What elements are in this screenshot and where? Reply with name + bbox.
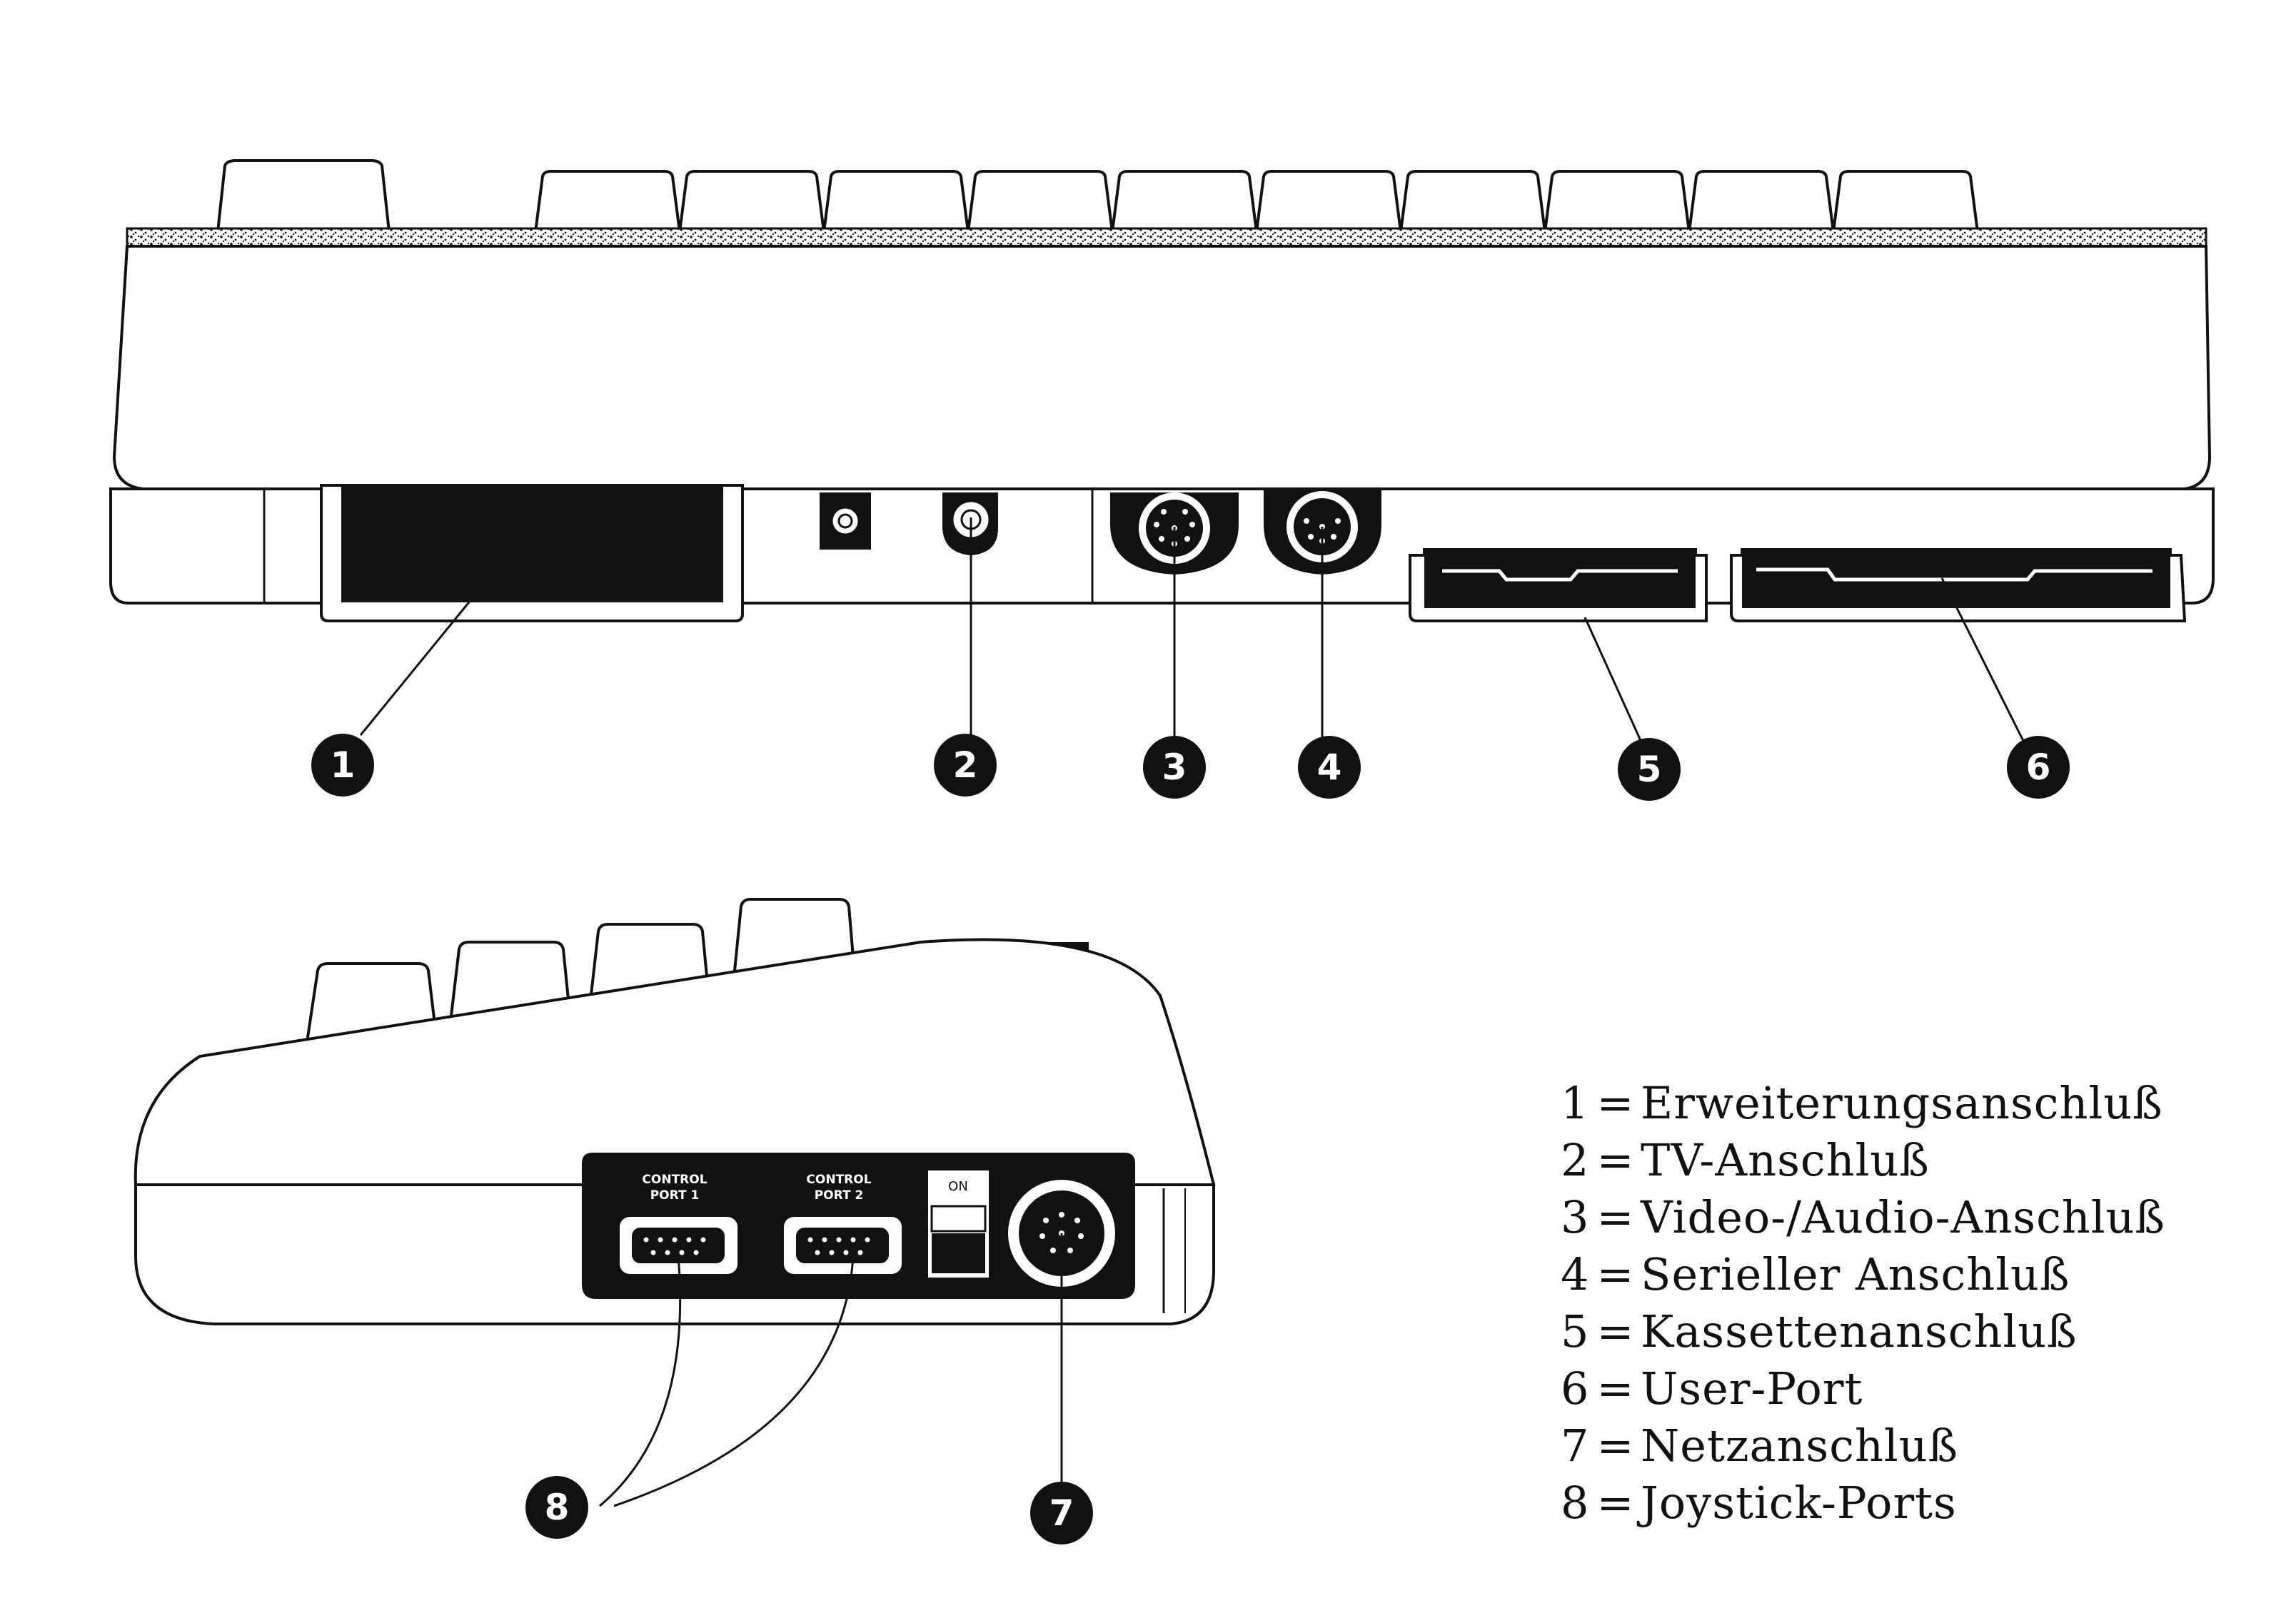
side-view: CONTROL PORT 1 CONTROL PORT 2 ON [134, 898, 1216, 1507]
legend-item-number: 1 [1561, 1077, 1590, 1129]
legend-separator: = [1596, 1305, 1635, 1357]
legend-item-label: Kassettenanschluß [1641, 1305, 2078, 1357]
callout-7: 7 [1030, 1482, 1093, 1544]
svg-text:7: 7 [1049, 1492, 1074, 1534]
legend-item-number: 7 [1561, 1420, 1590, 1472]
legend-item-label: TV-Anschluß [1641, 1134, 1930, 1186]
svg-text:CONTROL: CONTROL [806, 1173, 871, 1187]
svg-text:5: 5 [1637, 749, 1662, 790]
legend-item-label: Erweiterungsanschluß [1641, 1077, 2163, 1129]
callout-badges: 1 2 3 4 5 6 7 8 [311, 734, 2070, 1544]
rear-upper-housing [112, 245, 2212, 490]
user-port [1730, 548, 2187, 622]
expansion-port [320, 484, 744, 622]
legend-item-number: 6 [1561, 1362, 1590, 1415]
audio-jack [820, 492, 871, 550]
legend-item: 4=Serieller Anschluß [1561, 1246, 2275, 1303]
legend-item: 3=Video-/Audio-Anschluß [1561, 1189, 2275, 1246]
callout-5: 5 [1618, 738, 1681, 801]
legend-separator: = [1596, 1362, 1635, 1415]
legend-item-number: 4 [1561, 1248, 1590, 1300]
legend-separator: = [1596, 1191, 1635, 1243]
rear-leader-lines [359, 517, 2025, 744]
side-port-panel: CONTROL PORT 1 CONTROL PORT 2 ON [582, 1153, 1135, 1299]
svg-text:6: 6 [2026, 747, 2051, 788]
side-leader-lines [599, 1233, 1063, 1507]
legend-item-label: Serieller Anschluß [1641, 1248, 2070, 1300]
callout-1: 1 [311, 734, 374, 797]
legend-item-label: Video-/Audio-Anschluß [1641, 1191, 2165, 1243]
svg-text:4: 4 [1317, 747, 1342, 788]
legend-separator: = [1596, 1077, 1635, 1129]
legend-separator: = [1596, 1477, 1635, 1529]
legend-item-number: 3 [1561, 1191, 1590, 1243]
callout-3: 3 [1143, 736, 1206, 799]
legend-item: 6=User-Port [1561, 1360, 2275, 1417]
legend-item: 1=Erweiterungsanschluß [1561, 1075, 2275, 1132]
cassette-port [1409, 548, 1708, 622]
svg-text:PORT 2: PORT 2 [815, 1188, 864, 1203]
legend-item: 2=TV-Anschluß [1561, 1132, 2275, 1189]
callout-8: 8 [525, 1476, 588, 1539]
callout-4: 4 [1298, 736, 1361, 799]
legend-item-label: Joystick-Ports [1641, 1477, 1957, 1529]
legend-item-number: 8 [1561, 1477, 1590, 1529]
legend-separator: = [1596, 1420, 1635, 1472]
legend-item-number: 5 [1561, 1305, 1590, 1357]
legend-item-label: Netzanschluß [1641, 1420, 1959, 1472]
legend-item: 8=Joystick-Ports [1561, 1475, 2275, 1532]
side-upper-housing [134, 938, 1216, 1186]
callout-2: 2 [934, 734, 997, 797]
svg-text:2: 2 [953, 744, 978, 786]
svg-text:PORT 1: PORT 1 [650, 1188, 700, 1203]
svg-text:ON: ON [948, 1179, 968, 1194]
legend-separator: = [1596, 1248, 1635, 1300]
svg-text:8: 8 [545, 1487, 570, 1528]
rear-view [109, 159, 2215, 744]
svg-text:1: 1 [331, 744, 356, 786]
legend-item-number: 2 [1561, 1134, 1590, 1186]
svg-text:CONTROL: CONTROL [642, 1173, 707, 1187]
legend: 1=Erweiterungsanschluß 2=TV-Anschluß 3=V… [1561, 1075, 2275, 1532]
callout-6: 6 [2007, 736, 2070, 799]
rear-view-keys [216, 159, 1980, 233]
legend-item: 5=Kassettenanschluß [1561, 1303, 2275, 1360]
svg-text:3: 3 [1162, 747, 1187, 788]
legend-item: 7=Netzanschluß [1561, 1417, 2275, 1475]
legend-item-label: User-Port [1641, 1362, 1863, 1415]
legend-separator: = [1596, 1134, 1635, 1186]
